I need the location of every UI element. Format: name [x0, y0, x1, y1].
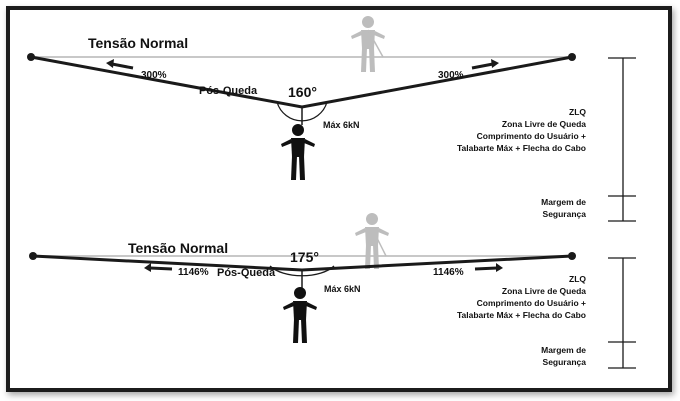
zlq-line3: Talabarte Máx + Flecha do Cabo: [457, 310, 586, 320]
normal-tension-label: Tensão Normal: [128, 240, 228, 256]
arrow-right-icon: [474, 263, 503, 272]
angle-label: 160°: [288, 84, 317, 100]
anchor-right-icon: [568, 53, 576, 61]
arrow-left-icon: [106, 59, 134, 70]
safety-margin-note: Margem de Segurança: [541, 345, 586, 367]
clearance-bracket: [608, 57, 636, 222]
anchor-left-icon: [29, 252, 37, 260]
worker-person-icon: [283, 287, 317, 343]
arrow-left-icon: [144, 263, 173, 272]
margin-line1: Margem de: [541, 345, 586, 355]
anchor-right-icon: [568, 252, 576, 260]
margin-line2: Segurança: [543, 357, 587, 367]
post-fall-label: Pós-Queda: [217, 267, 276, 279]
normal-tension-label: Tensão Normal: [88, 35, 188, 51]
zlq-note: ZLQ Zona Livre de Queda Comprimento do U…: [457, 274, 586, 320]
post-fall-label: Pós-Queda: [199, 85, 258, 97]
diagram-frame: [6, 6, 672, 392]
worker-person-icon: [281, 124, 315, 180]
zlq-line1: Zona Livre de Queda: [502, 286, 586, 296]
left-percent: 300%: [141, 70, 167, 81]
zlq-line2: Comprimento do Usuário +: [477, 298, 586, 308]
anchor-left-icon: [27, 53, 35, 61]
max-load-label: Máx 6kN: [324, 284, 361, 294]
angle-label: 175°: [290, 249, 319, 265]
clearance-bracket: [608, 257, 636, 369]
right-percent: 1146%: [433, 267, 464, 278]
arrow-right-icon: [471, 59, 499, 70]
panel-160: Tensão Normal 300% 300% Pós-Queda 160° M…: [27, 16, 636, 222]
zlq-abbr: ZLQ: [569, 107, 586, 117]
zlq-note: ZLQ Zona Livre de Queda Comprimento do U…: [457, 107, 586, 153]
margin-line1: Margem de: [541, 197, 586, 207]
safety-margin-note: Margem de Segurança: [541, 197, 586, 219]
right-percent: 300%: [438, 70, 464, 81]
margin-line2: Segurança: [543, 209, 587, 219]
max-load-label: Máx 6kN: [323, 120, 360, 130]
zlq-abbr: ZLQ: [569, 274, 586, 284]
zlq-line3: Talabarte Máx + Flecha do Cabo: [457, 143, 586, 153]
panel-175: Tensão Normal 1146% 1146% Pós-Queda 175°…: [29, 213, 636, 369]
left-percent: 1146%: [178, 267, 209, 278]
zlq-line1: Zona Livre de Queda: [502, 119, 586, 129]
ghost-person-icon: [351, 16, 385, 72]
zlq-line2: Comprimento do Usuário +: [477, 131, 586, 141]
ghost-person-icon: [355, 213, 389, 269]
